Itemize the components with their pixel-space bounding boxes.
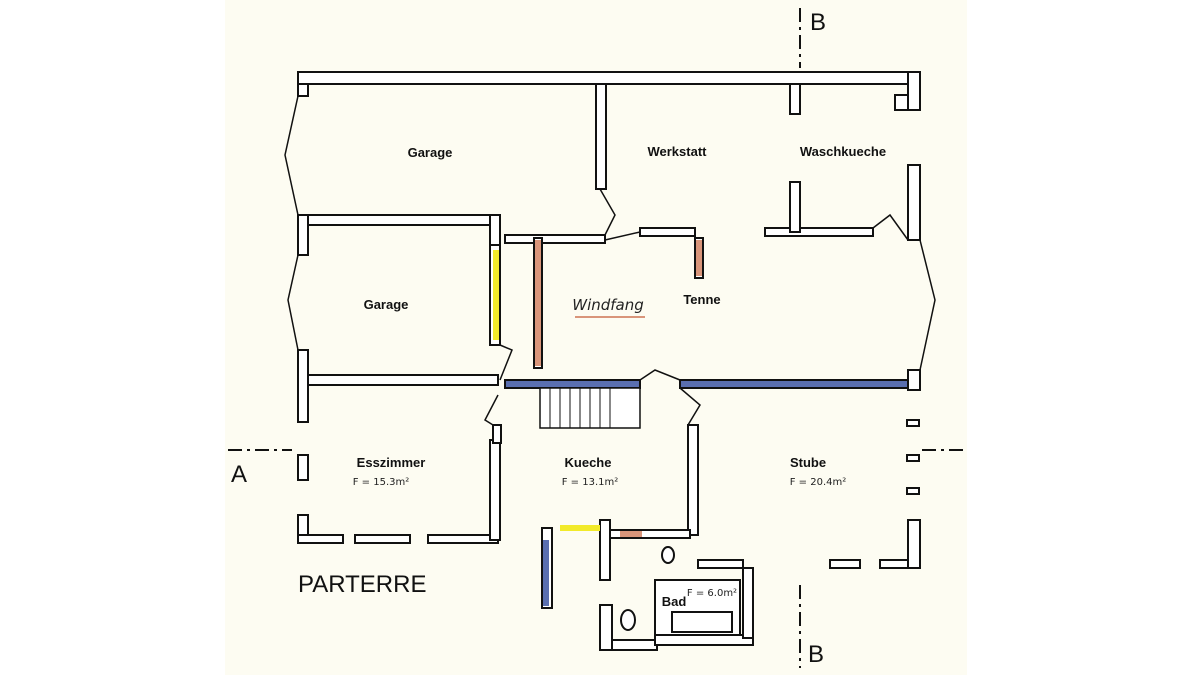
room-label-werkstatt: Werkstatt <box>647 144 707 159</box>
room-label-windfang: Windfang <box>572 296 644 314</box>
room-label-stube: Stube <box>790 455 826 470</box>
area-esszimmer: F = 15.3m² <box>353 477 410 488</box>
doors-and-stairs <box>284 95 936 429</box>
section-marker-b-top: B <box>810 9 826 36</box>
room-label-esszimmer: Esszimmer <box>357 455 426 470</box>
room-label-bad: Bad <box>662 594 687 609</box>
room-label-garage-top: Garage <box>408 145 453 160</box>
room-label-kueche: Kueche <box>565 455 612 470</box>
area-stube: F = 20.4m² <box>790 477 847 488</box>
area-kueche: F = 13.1m² <box>562 477 619 488</box>
area-bad: F = 6.0m² <box>687 588 737 599</box>
room-label-garage-bottom: Garage <box>364 297 409 312</box>
section-marker-a: A <box>231 461 247 488</box>
plan-title: PARTERRE <box>298 571 426 598</box>
section-marker-b-bottom: B <box>808 641 824 668</box>
walls <box>297 71 921 651</box>
room-label-tenne: Tenne <box>683 292 720 307</box>
room-label-waschkueche: Waschkueche <box>800 144 886 159</box>
